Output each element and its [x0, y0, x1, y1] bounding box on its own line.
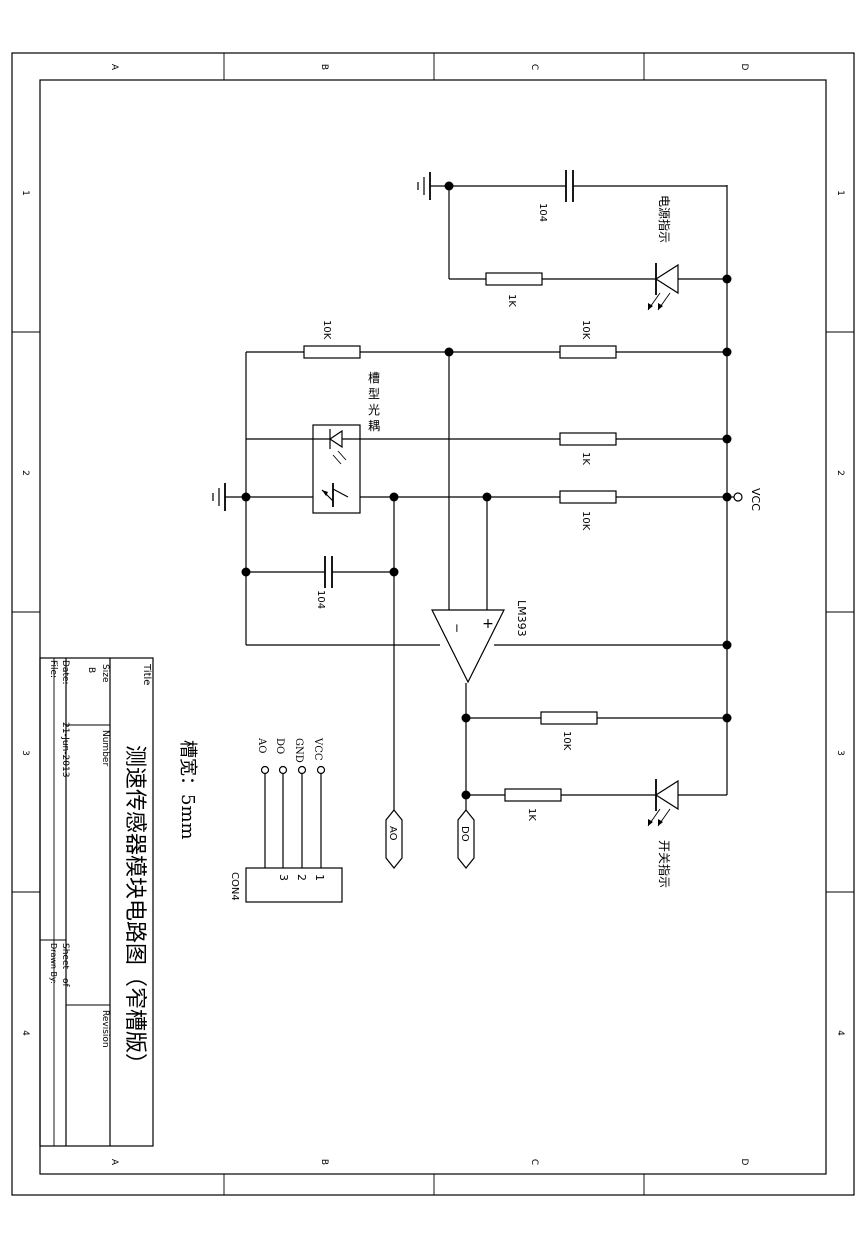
connector-con4: [245, 765, 343, 903]
comparator-label: LM393: [515, 600, 528, 637]
capacitor-mid-label: 104: [315, 590, 326, 609]
zone-left-2: 2: [20, 470, 30, 476]
resistor-10k-pullup-label: 10K: [580, 511, 591, 531]
led-switch-label: 开关指示: [657, 840, 672, 888]
junction-dots: [241, 181, 732, 800]
zone-right-2: 2: [835, 470, 845, 476]
slot-width-note: 槽宽：5mm: [177, 740, 198, 840]
comparator-plus: +: [482, 616, 494, 632]
pin-num-1: 1: [313, 874, 326, 881]
wires: [225, 185, 728, 810]
port-do: [457, 809, 475, 869]
zone-right-1: 1: [835, 190, 845, 196]
capacitor-mid: [324, 556, 333, 588]
zone-bottom-d: D: [739, 1159, 749, 1166]
pin-name-ao: AO: [256, 737, 267, 753]
zone-right-4: 4: [835, 1030, 845, 1036]
resistor-1k-opto-label: 1K: [580, 452, 591, 465]
ground-symbol-mid: [212, 483, 226, 511]
size-label: Size: [100, 664, 110, 683]
pin-name-do: DO: [274, 738, 285, 754]
title-label: Title: [141, 663, 152, 685]
pin-num-2: 2: [295, 874, 308, 881]
resistor-10k-right-label: 10K: [580, 320, 591, 340]
drawing-title: 测速传感器模块电路图（窄槽版）: [122, 745, 147, 1075]
resistor-10k-right: [559, 345, 617, 359]
resistor-1k-opto: [559, 432, 617, 446]
optocoupler-label-char-3: 光: [368, 403, 380, 417]
resistor-10k-feedback-label: 10K: [561, 731, 572, 751]
optocoupler-label: 槽 型 光 耦: [368, 371, 384, 433]
zone-bottom-c: C: [529, 1159, 539, 1165]
date-label: Date:: [60, 660, 70, 685]
optocoupler-label-char-4: 耦: [368, 419, 380, 433]
resistor-1k-power: [485, 272, 543, 286]
title-block: [39, 657, 154, 1147]
sheet-label: Sheet: [60, 943, 70, 969]
resistor-10k-pullup: [559, 490, 617, 504]
number-label: Number: [100, 730, 110, 766]
date-value: 21-Jun-2013: [60, 722, 70, 777]
vcc-terminal: [733, 492, 743, 502]
resistor-10k-feedback: [540, 711, 598, 725]
port-ao-label: AO: [387, 826, 398, 841]
file-label: File:: [48, 660, 58, 678]
zone-dividers: [12, 53, 854, 1195]
pin-num-3: 3: [277, 874, 290, 881]
zone-bottom-a: A: [109, 1159, 119, 1166]
size-value: B: [86, 667, 96, 673]
zone-left-3: 3: [20, 750, 30, 756]
drawn-by-label: Drawn By:: [49, 943, 58, 984]
resistor-10k-left-label: 10K: [321, 320, 332, 340]
outer-border: [11, 52, 855, 1196]
led-power: [647, 263, 679, 311]
pin-name-vcc: VCC: [312, 737, 323, 761]
resistor-1k-output-label: 1K: [526, 808, 537, 821]
port-do-label: DO: [459, 826, 470, 842]
inner-border: [39, 79, 827, 1175]
resistor-1k-output: [504, 788, 562, 802]
zone-top-c: C: [529, 64, 539, 70]
connector-label: CON4: [229, 872, 240, 901]
vcc-label: VCC: [749, 488, 762, 511]
zone-bottom-b: B: [319, 1159, 329, 1165]
zone-top-b: B: [319, 64, 329, 70]
zone-left-1: 1: [20, 190, 30, 196]
slot-optocoupler: [312, 424, 361, 514]
zone-right-3: 3: [835, 750, 845, 756]
zone-top-a: A: [109, 64, 119, 71]
ground-symbol-top: [417, 172, 431, 200]
led-switch: [647, 779, 679, 827]
resistor-1k-power-label: 1K: [506, 294, 517, 307]
zone-left-4: 4: [20, 1030, 30, 1036]
led-power-label: 电源指示: [657, 195, 672, 243]
pin-name-gnd: GND: [293, 738, 304, 763]
capacitor-top-label: 104: [537, 203, 548, 222]
zone-top-d: D: [739, 64, 749, 71]
revision-label: Revision: [100, 1010, 110, 1048]
optocoupler-label-char-1: 槽: [368, 371, 380, 385]
port-ao: [385, 809, 403, 869]
resistor-10k-left: [303, 345, 361, 359]
comparator-lm393: − +: [431, 609, 505, 684]
comparator-minus: −: [450, 623, 464, 633]
capacitor-top: [565, 170, 574, 202]
optocoupler-label-char-2: 型: [368, 387, 380, 401]
of-label: of: [60, 978, 70, 988]
